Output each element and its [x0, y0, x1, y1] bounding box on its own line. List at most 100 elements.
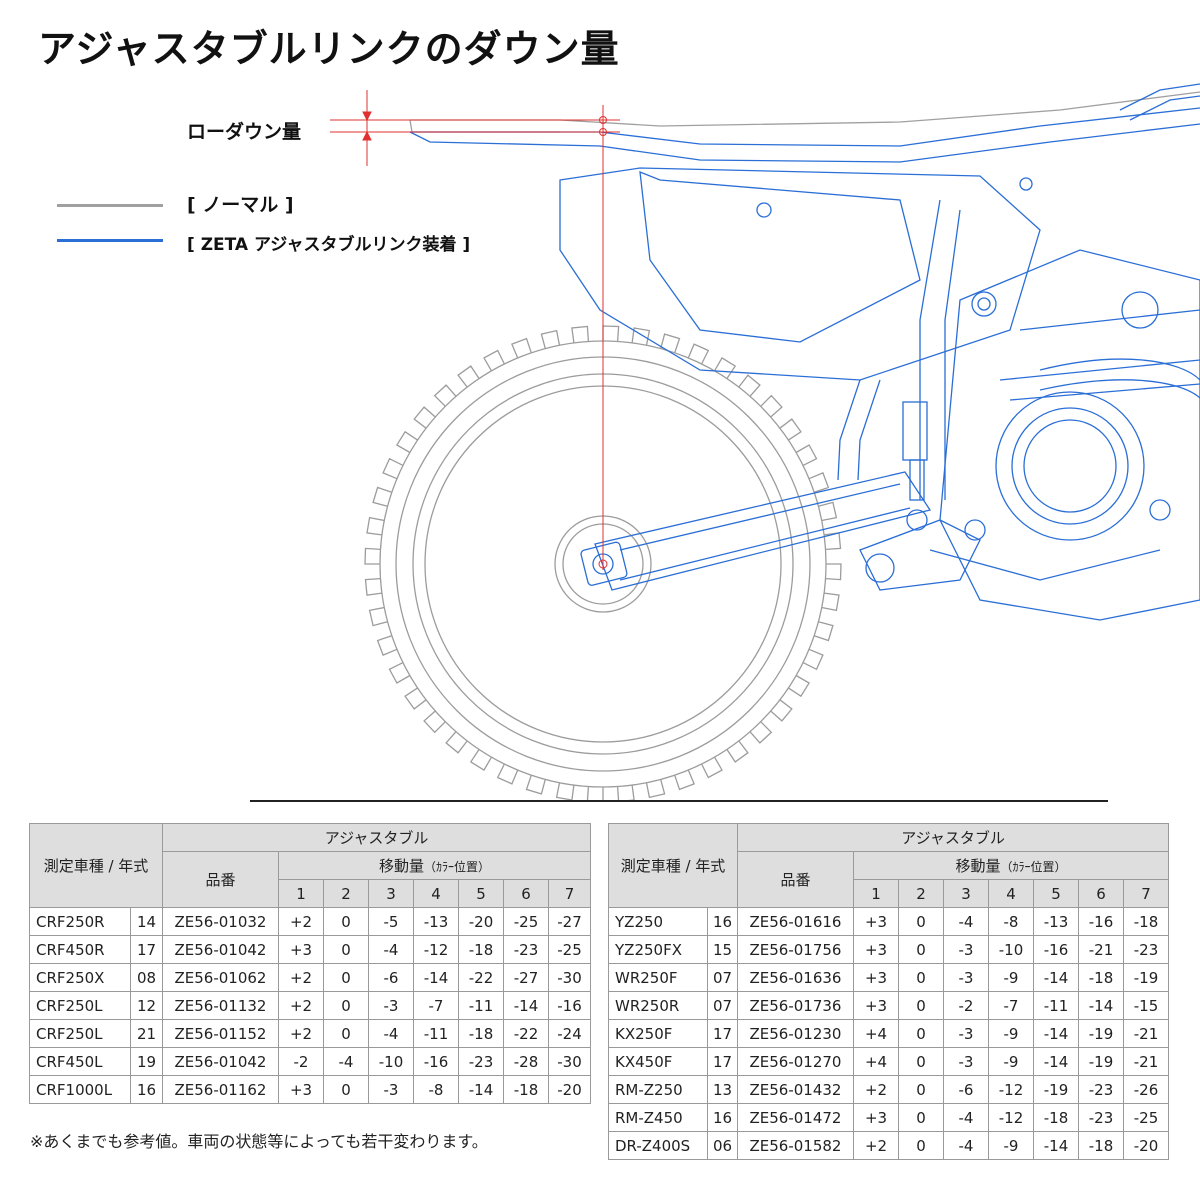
movement-value-cell: -4	[368, 935, 414, 964]
model-cell: YZ250	[608, 907, 708, 936]
movement-value-cell: -7	[413, 991, 459, 1020]
part-number-cell: ZE56-01616	[737, 907, 854, 936]
movement-value-cell: -10	[988, 935, 1034, 964]
header-position: 3	[943, 879, 989, 908]
movement-value-cell: -14	[1078, 991, 1124, 1020]
movement-value-cell: -3	[368, 991, 414, 1020]
header-move: 移動量（ｶﾗｰ位置）	[277, 851, 592, 880]
part-number-cell: ZE56-01636	[737, 963, 854, 992]
movement-value-cell: -25	[1122, 1103, 1170, 1132]
part-number-cell: ZE56-01736	[737, 991, 854, 1020]
model-cell: CRF450R	[29, 935, 131, 964]
movement-value-cell: -23	[1078, 1075, 1124, 1104]
movement-value-cell: -4	[943, 907, 989, 936]
part-number-cell: ZE56-01270	[737, 1047, 854, 1076]
movement-value-cell: 0	[898, 1103, 944, 1132]
year-cell: 06	[707, 1131, 738, 1160]
year-cell: 15	[707, 935, 738, 964]
header-position: 1	[278, 879, 324, 908]
movement-value-cell: -21	[1122, 1047, 1170, 1076]
movement-value-cell: -4	[368, 1019, 414, 1048]
movement-value-cell: -3	[368, 1075, 414, 1104]
movement-value-cell: -14	[1033, 1047, 1079, 1076]
part-number-cell: ZE56-01042	[162, 1047, 279, 1076]
movement-value-cell: -18	[458, 1019, 504, 1048]
movement-value-cell: -13	[413, 907, 459, 936]
movement-value-cell: -11	[458, 991, 504, 1020]
movement-value-cell: -14	[1033, 1019, 1079, 1048]
movement-value-cell: -21	[1078, 935, 1124, 964]
movement-value-cell: -9	[988, 963, 1034, 992]
engine-case	[995, 391, 1145, 541]
header-group: アジャスタブル	[161, 823, 592, 852]
movement-value-cell: +2	[278, 963, 324, 992]
movement-value-cell: -14	[1033, 963, 1079, 992]
movement-value-cell: -9	[988, 1047, 1034, 1076]
header-position: 2	[323, 879, 369, 908]
header-position: 4	[413, 879, 459, 908]
movement-value-cell: -3	[943, 1019, 989, 1048]
movement-value-cell: -19	[1122, 963, 1170, 992]
movement-value-cell: -25	[547, 935, 592, 964]
movement-value-cell: -26	[1122, 1075, 1170, 1104]
movement-value-cell: -16	[413, 1047, 459, 1076]
part-number-cell: ZE56-01582	[737, 1131, 854, 1160]
movement-value-cell: -19	[1078, 1047, 1124, 1076]
model-cell: DR-Z400S	[608, 1131, 708, 1160]
movement-value-cell: +3	[853, 907, 899, 936]
movement-value-cell: -14	[503, 991, 549, 1020]
model-cell: CRF250L	[29, 991, 131, 1020]
movement-value-cell: -3	[943, 963, 989, 992]
header-position: 1	[853, 879, 899, 908]
part-number-cell: ZE56-01062	[162, 963, 279, 992]
movement-value-cell: -12	[988, 1103, 1034, 1132]
movement-value-cell: 0	[898, 1075, 944, 1104]
movement-value-cell: -18	[1078, 963, 1124, 992]
part-number-cell: ZE56-01162	[162, 1075, 279, 1104]
movement-value-cell: -3	[943, 1047, 989, 1076]
movement-value-cell: -16	[1078, 907, 1124, 936]
part-number-cell: ZE56-01230	[737, 1019, 854, 1048]
movement-value-cell: -19	[1033, 1075, 1079, 1104]
model-cell: WR250F	[608, 963, 708, 992]
movement-value-cell: +2	[853, 1131, 899, 1160]
zeta-legend-label: [ ZETA アジャスタブルリンク装着 ]	[187, 235, 471, 255]
movement-value-cell: -30	[547, 1047, 592, 1076]
divider	[250, 800, 1108, 802]
movement-value-cell: -21	[1122, 1019, 1170, 1048]
movement-value-cell: 0	[898, 991, 944, 1020]
movement-value-cell: 0	[323, 1019, 369, 1048]
model-cell: CRF250X	[29, 963, 131, 992]
year-cell: 12	[130, 991, 163, 1020]
movement-value-cell: 0	[323, 935, 369, 964]
year-cell: 21	[130, 1019, 163, 1048]
movement-value-cell: 0	[898, 1019, 944, 1048]
movement-value-cell: -14	[458, 1075, 504, 1104]
movement-value-cell: -5	[368, 907, 414, 936]
movement-value-cell: -2	[278, 1047, 324, 1076]
movement-value-cell: +3	[853, 1103, 899, 1132]
model-cell: YZ250FX	[608, 935, 708, 964]
movement-value-cell: 0	[898, 907, 944, 936]
movement-value-cell: -25	[503, 907, 549, 936]
zeta-legend-line	[57, 239, 163, 242]
model-cell: KX250F	[608, 1019, 708, 1048]
movement-value-cell: -27	[503, 963, 549, 992]
part-number-cell: ZE56-01432	[737, 1075, 854, 1104]
year-cell: 14	[130, 907, 163, 936]
movement-value-cell: +3	[278, 1075, 324, 1104]
movement-value-cell: +3	[853, 935, 899, 964]
lowdown-markers	[330, 90, 620, 570]
